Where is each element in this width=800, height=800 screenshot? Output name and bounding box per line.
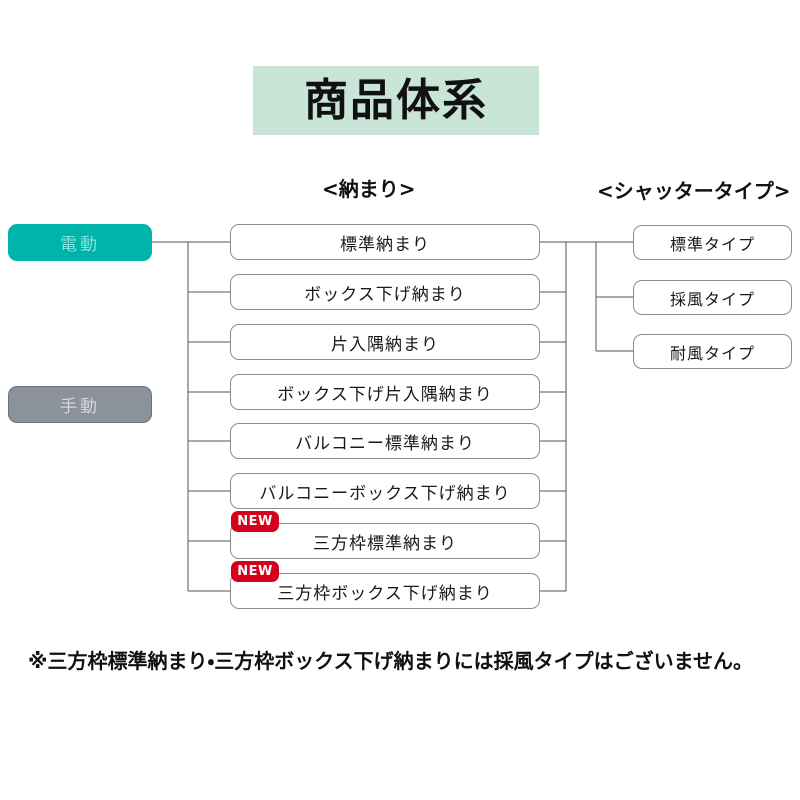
osamari-item-4[interactable]: ボックス下げ片入隅納まり — [230, 374, 540, 410]
page-title: 商品体系 — [304, 74, 488, 126]
shutter-type-1[interactable]: 標準タイプ — [633, 225, 792, 260]
osamari-item-2-label: ボックス下げ納まり — [304, 284, 466, 305]
osamari-item-4-label: ボックス下げ片入隅納まり — [277, 384, 493, 405]
shutter-type-2[interactable]: 採風タイプ — [633, 280, 792, 315]
osamari-item-6[interactable]: バルコニーボックス下げ納まり — [230, 473, 540, 509]
page-title-banner: 商品体系 — [253, 66, 539, 135]
osamari-item-8-label: 三方枠ボックス下げ納まり — [277, 583, 493, 604]
column-header-shutter-type: <シャッタータイプ> — [597, 179, 791, 203]
osamari-item-1[interactable]: 標準納まり — [230, 224, 540, 260]
drive-type-electric[interactable]: 電動 — [8, 224, 152, 261]
drive-type-manual[interactable]: 手動 — [8, 386, 152, 423]
osamari-item-5[interactable]: バルコニー標準納まり — [230, 423, 540, 459]
osamari-item-6-label: バルコニーボックス下げ納まり — [259, 483, 511, 504]
shutter-type-1-label: 標準タイプ — [669, 234, 755, 254]
osamari-item-1-label: 標準納まり — [340, 234, 430, 255]
osamari-item-3[interactable]: 片入隅納まり — [230, 324, 540, 360]
new-badge-osamari-item-8: NEW — [231, 561, 279, 582]
shutter-type-3-label: 耐風タイプ — [669, 343, 755, 363]
osamari-item-5-label: バルコニー標準納まり — [295, 433, 475, 454]
shutter-type-2-label: 採風タイプ — [669, 289, 755, 309]
shutter-type-3[interactable]: 耐風タイプ — [633, 334, 792, 369]
drive-type-manual-label: 手動 — [60, 397, 100, 417]
new-badge-osamari-item-7: NEW — [231, 511, 279, 532]
column-header-osamari: <納まり> — [322, 177, 416, 201]
osamari-item-3-label: 片入隅納まり — [331, 334, 439, 355]
footnote-text: ※三方枠標準納まり・三方枠ボックス下げ納まりには採風タイプはございません。 — [28, 649, 754, 673]
osamari-item-8[interactable]: 三方枠ボックス下げ納まり — [230, 573, 540, 609]
osamari-item-2[interactable]: ボックス下げ納まり — [230, 274, 540, 310]
drive-type-electric-label: 電動 — [60, 235, 100, 255]
osamari-item-7-label: 三方枠標準納まり — [313, 533, 457, 554]
osamari-item-7[interactable]: 三方枠標準納まり — [230, 523, 540, 559]
